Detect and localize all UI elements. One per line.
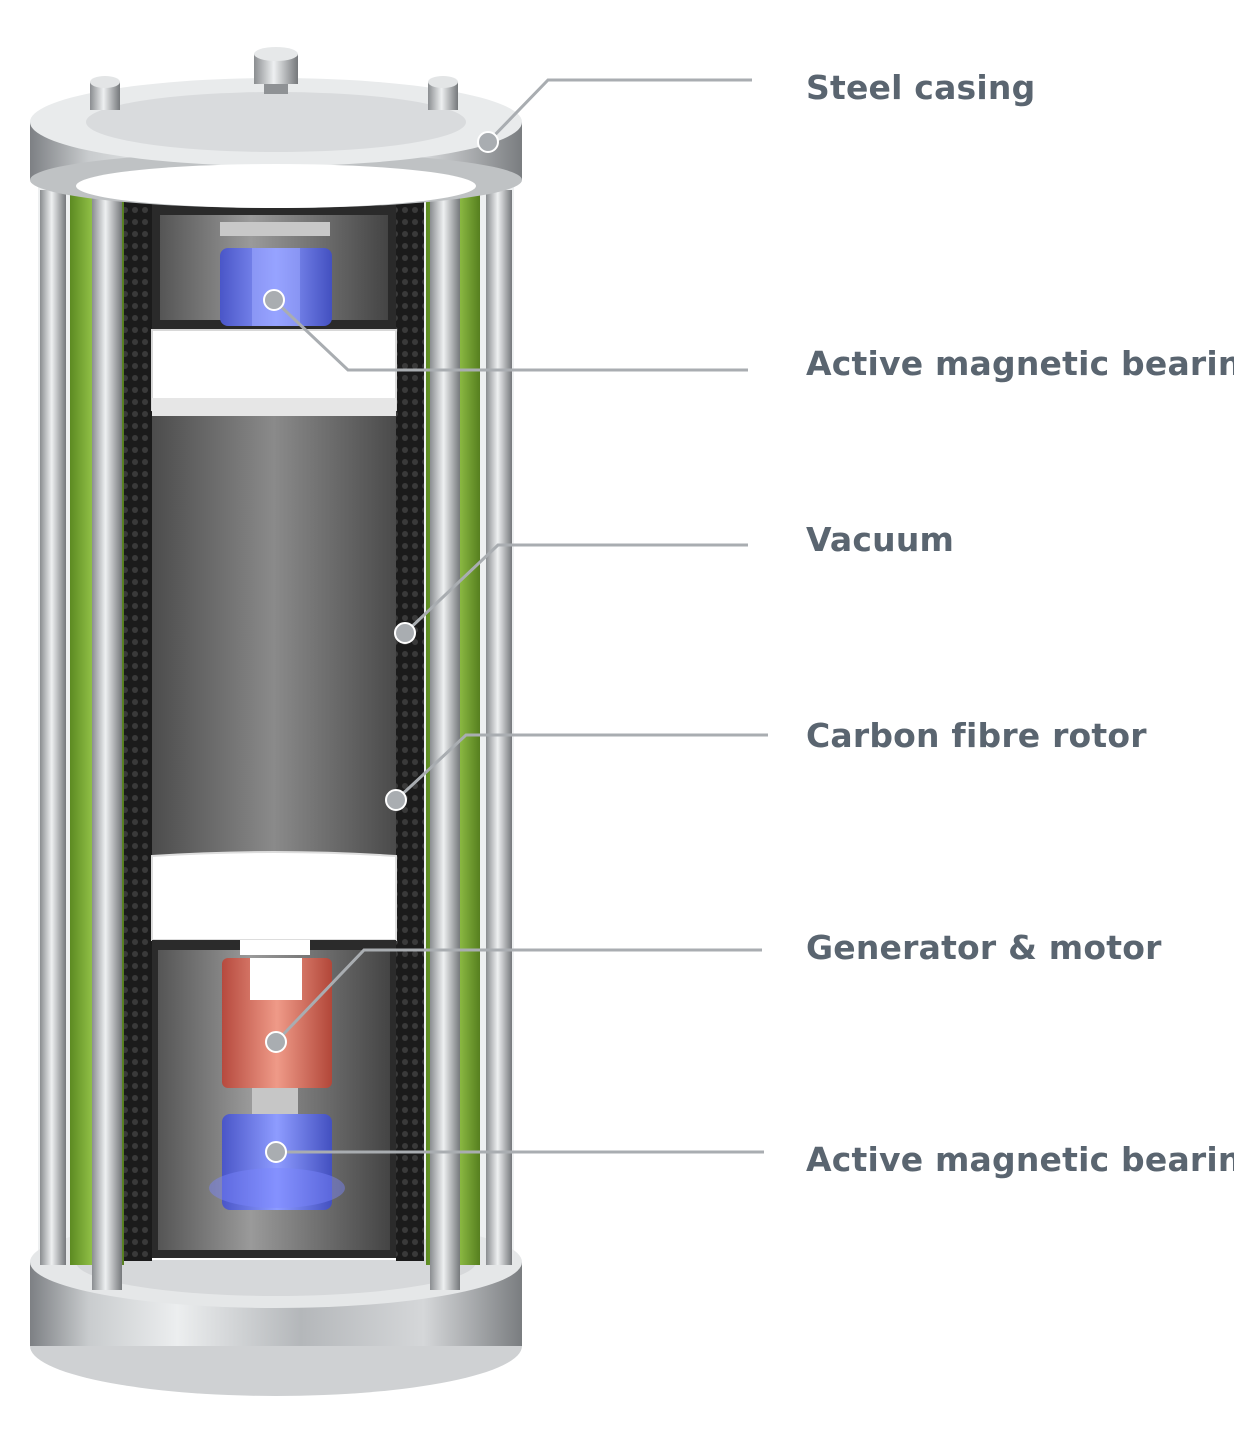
dot-steel-casing — [477, 131, 499, 153]
leader-rotor — [394, 733, 768, 802]
top-bearing-assembly — [152, 200, 396, 330]
leader-top-bearing — [272, 298, 748, 372]
dot-rotor — [385, 789, 407, 811]
bottom-assembly — [152, 940, 396, 1258]
label-carbon-fibre-rotor: Carbon fibre rotor — [806, 716, 1147, 755]
leader-steel-casing — [486, 78, 752, 144]
label-active-magnetic-bearing-bottom: Active magnetic bearing — [806, 1140, 1234, 1179]
dot-bottom-bearing — [265, 1141, 287, 1163]
label-vacuum: Vacuum — [806, 520, 955, 559]
leader-generator — [274, 948, 762, 1044]
upper-hub — [151, 329, 397, 416]
label-steel-casing: Steel casing — [806, 68, 1036, 107]
rotor — [152, 416, 396, 856]
dot-vacuum — [394, 622, 416, 644]
top-flange — [30, 78, 522, 208]
label-generator-motor: Generator & motor — [806, 928, 1162, 967]
dot-top-bearing — [263, 289, 285, 311]
leader-lines — [272, 78, 768, 1154]
leader-vacuum — [403, 543, 748, 635]
bolts — [90, 47, 458, 110]
dot-generator — [265, 1031, 287, 1053]
callout-dots — [263, 131, 499, 1163]
label-active-magnetic-bearing-top: Active magnetic bearing — [806, 344, 1234, 383]
lower-hub — [151, 851, 397, 941]
